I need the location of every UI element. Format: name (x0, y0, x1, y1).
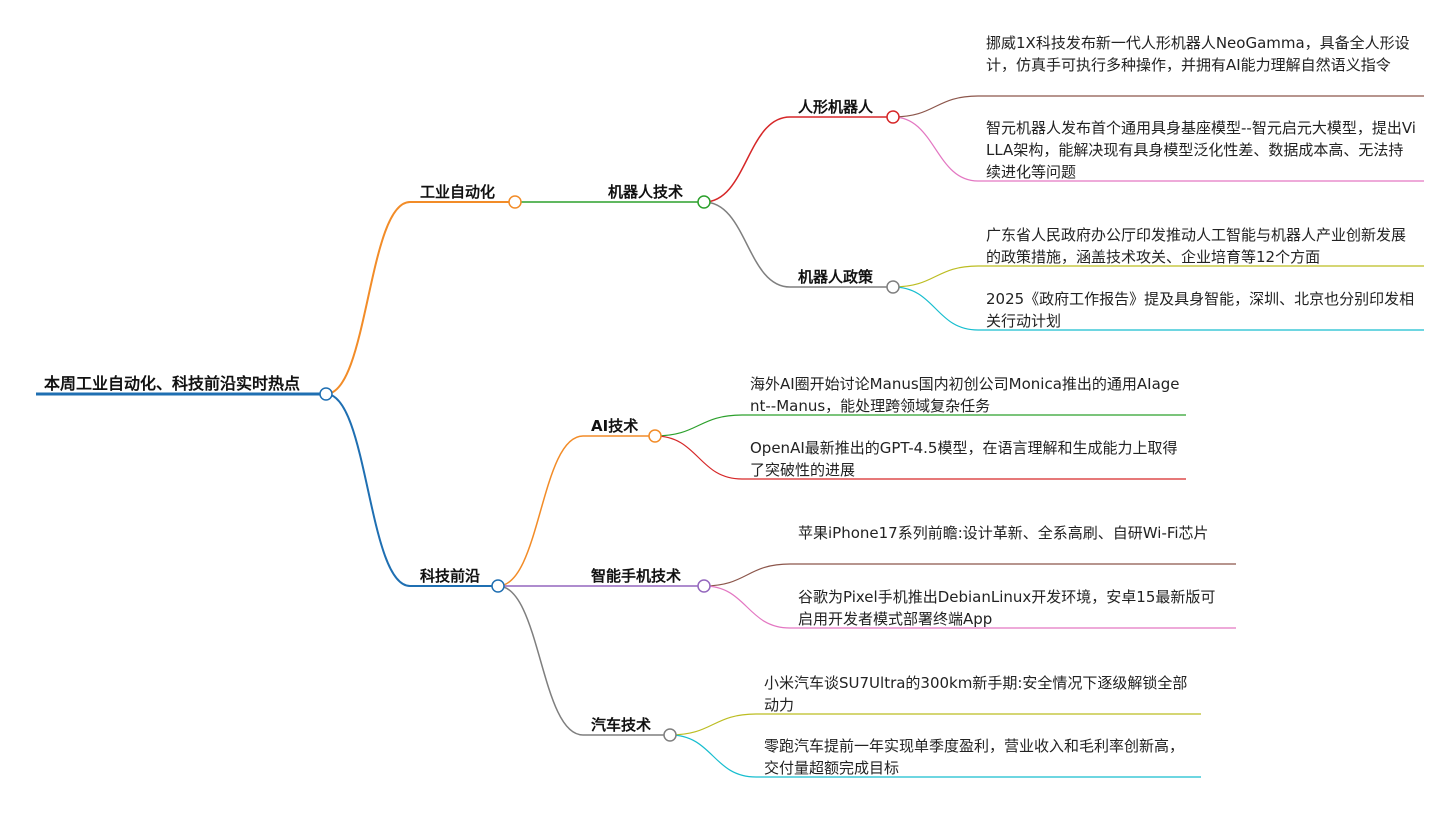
child-node-label-1-1: 智能手机技术 (591, 567, 681, 585)
leaf-text-1-1-0: 苹果iPhone17系列前瞻:设计革新、全系高刷、自研Wi-Fi芯片 (798, 524, 1209, 542)
root-node-knob[interactable] (319, 387, 333, 401)
leaf-text-1-2-1: 零跑汽车提前一年实现单季度盈利，营业收入和毛利率创新高，交付量超额完成目标 (764, 737, 1185, 777)
branch-node-knob-0[interactable] (508, 195, 522, 209)
root-node-label: 本周工业自动化、科技前沿实时热点 (44, 374, 300, 393)
child-node-knob-1-1[interactable] (697, 579, 711, 593)
leaf-text-0-0-1-1: 2025《政府工作报告》提及具身智能，深圳、北京也分别印发相关行动计划 (986, 290, 1415, 330)
leaf-text-1-0-1: OpenAI最新推出的GPT-4.5模型，在语言理解和生成能力上取得了突破性的进… (750, 439, 1178, 479)
branch-node-label-1: 科技前沿 (420, 567, 480, 585)
grand-node-knob-0-0-0[interactable] (886, 110, 900, 124)
edge-1-2-leaf-1 (669, 734, 757, 778)
edge-0-0-0-leaf-0 (892, 95, 979, 118)
child-node-knob-1-0[interactable] (648, 429, 662, 443)
child-node-label-1-0: AI技术 (591, 417, 638, 435)
edge-1-1-leaf-1 (703, 585, 791, 629)
leaf-text-0-0-1-0: 广东省人民政府办公厅印发推动人工智能与机器人产业创新发展的政策措施，涵盖技术攻关… (986, 226, 1407, 266)
edge-1-0-leaf-1 (654, 435, 743, 480)
branch-node-label-0: 工业自动化 (420, 183, 495, 201)
branch-node-knob-1[interactable] (491, 579, 505, 593)
leaf-text-1-1-1: 谷歌为Pixel手机推出DebianLinux开发环境，安卓15最新版可启用开发… (798, 588, 1216, 628)
edge-child-0-0-grand-0 (703, 116, 791, 203)
edge-0-0-1-leaf-1 (892, 286, 979, 331)
leaf-text-1-2-0: 小米汽车谈SU7Ultra的300km新手期:安全情况下逐级解锁全部动力 (764, 674, 1188, 714)
leaf-text-1-0-0: 海外AI圈开始讨论Manus国内初创公司Monica推出的通用AIagent--… (750, 375, 1180, 415)
leaf-text-0-0-0-1: 智元机器人发布首个通用具身基座模型--智元启元大模型，提出ViLLA架构，能解决… (986, 119, 1416, 181)
grand-node-knob-0-0-1[interactable] (886, 280, 900, 294)
edge-1-2-leaf-0 (669, 713, 757, 736)
edge-1-1-leaf-0 (703, 563, 791, 587)
edge-1-0-leaf-0 (654, 414, 743, 437)
child-node-label-1-2: 汽车技术 (591, 716, 651, 734)
child-node-label-0-0: 机器人技术 (608, 183, 683, 201)
edge-branch-1-child-2 (497, 585, 584, 736)
edge-root-branch-1 (325, 393, 411, 587)
grand-node-label-0-0-0: 人形机器人 (798, 98, 874, 116)
edge-child-0-0-grand-1 (703, 201, 791, 288)
node-layer: 本周工业自动化、科技前沿实时热点 工业自动化 机器人技术 人形机器人机器人政策科技前沿… (44, 98, 900, 742)
edge-layer (36, 95, 1424, 778)
edge-branch-1-child-0 (497, 435, 584, 587)
child-node-knob-0-0[interactable] (697, 195, 711, 209)
edge-0-0-0-leaf-1 (892, 116, 979, 182)
edge-root-branch-0 (325, 201, 411, 395)
edge-0-0-1-leaf-0 (892, 265, 979, 288)
grand-node-label-0-0-1: 机器人政策 (798, 268, 874, 286)
child-node-knob-1-2[interactable] (663, 728, 677, 742)
leaf-text-0-0-0-0: 挪威1X科技发布新一代人形机器人NeoGamma，具备全人形设计，仿真手可执行多… (986, 34, 1410, 74)
